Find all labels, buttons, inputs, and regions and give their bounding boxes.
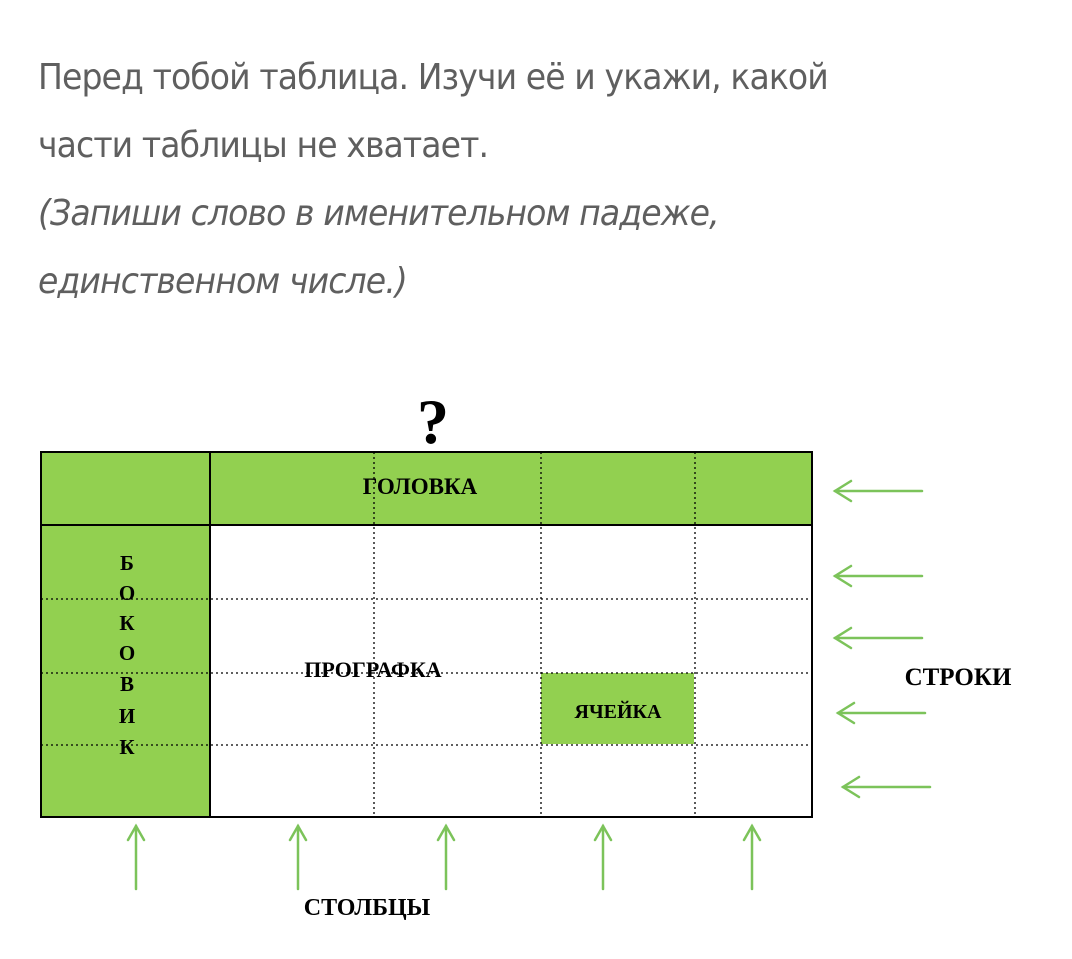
left-arrow-icon (835, 701, 927, 725)
task-line-1: Перед тобой таблица. Изучи её и укажи, к… (38, 57, 829, 98)
left-arrow-icon (832, 626, 924, 650)
task-hint-line-1: (Запиши слово в именительном падеже, (38, 193, 720, 234)
task-hint-line-2: единственном числе.) (38, 261, 408, 302)
stub-letter: О (119, 581, 135, 605)
stub-letter: В (120, 672, 134, 696)
question-mark: ? (417, 386, 449, 457)
stub-letter: К (119, 611, 135, 635)
columns-label: СТОЛБЦЫ (304, 895, 431, 921)
stub-letter: Б (120, 551, 134, 575)
dotted-grid (41, 452, 812, 817)
up-arrow-icon (126, 823, 146, 891)
stub-letter: О (119, 641, 135, 665)
stub-label: Б О К О В И К (119, 551, 136, 759)
table-borders (40, 451, 813, 818)
header-fill (41, 452, 812, 525)
body-label: ПРОГРАФКА (304, 657, 442, 682)
stub-letter: К (119, 735, 135, 759)
task-line-2: части таблицы не хватает. (38, 125, 489, 166)
up-arrow-icon (436, 823, 456, 891)
highlighted-cell-fill (541, 673, 694, 744)
up-arrow-icon (288, 823, 308, 891)
task-text: Перед тобой таблица. Изучи её и укажи, к… (38, 44, 967, 316)
row-arrows (832, 479, 932, 799)
stub-letter: И (119, 704, 135, 728)
stub-fill (41, 525, 210, 817)
rows-label: СТРОКИ (905, 664, 1012, 691)
up-arrow-icon (593, 823, 613, 891)
header-label: ГОЛОВКА (363, 474, 478, 499)
left-arrow-icon (840, 775, 932, 799)
up-arrow-icon (742, 823, 762, 891)
left-arrow-icon (832, 479, 924, 503)
left-arrow-icon (832, 564, 924, 588)
column-arrows (126, 823, 762, 891)
cell-label: ЯЧЕЙКА (575, 700, 663, 723)
